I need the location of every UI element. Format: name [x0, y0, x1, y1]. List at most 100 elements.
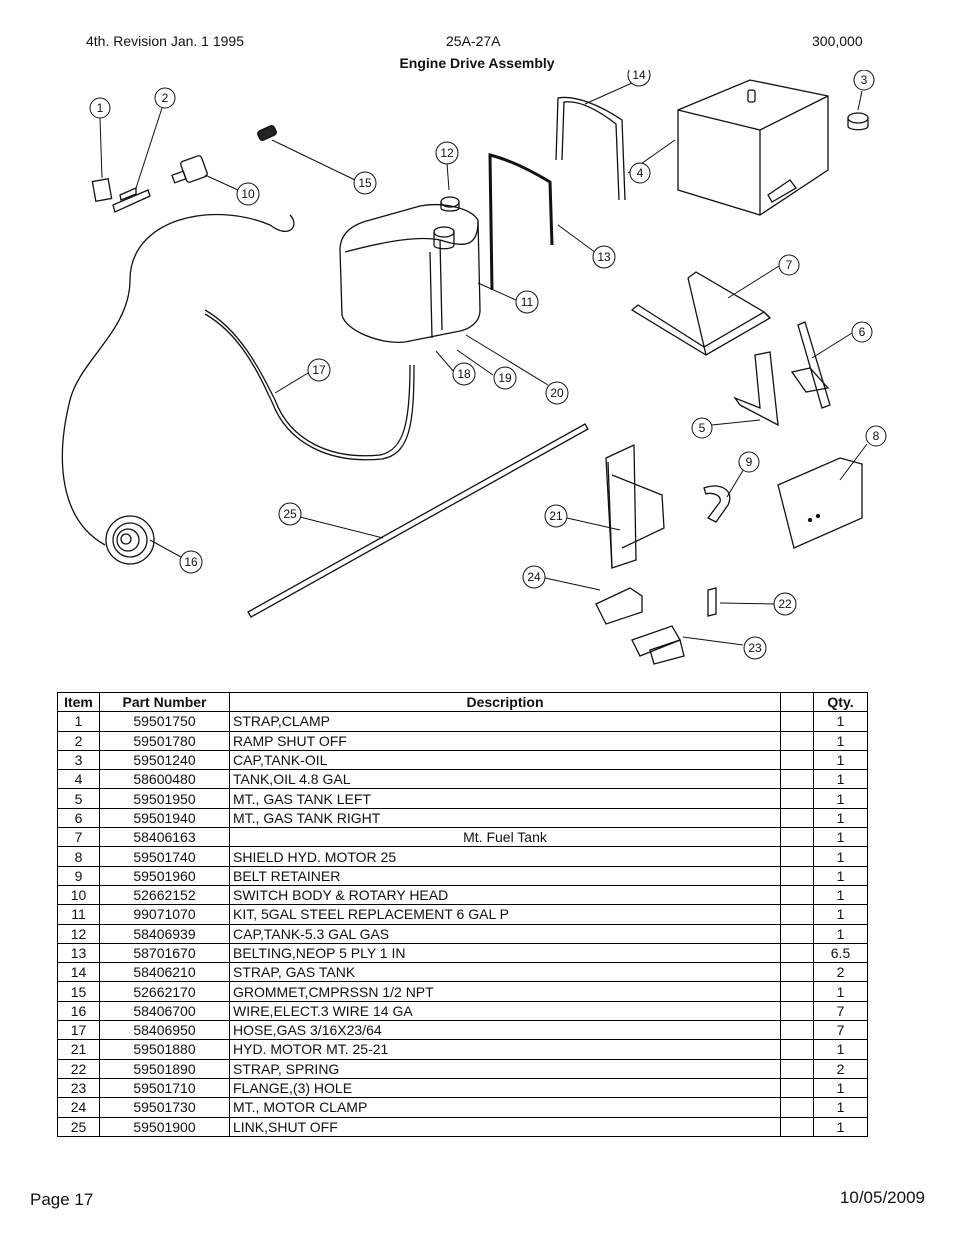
part-gas-tank — [339, 204, 481, 344]
item-cell: 10 — [57, 884, 100, 906]
qty-cell: 1 — [813, 711, 868, 732]
description-cell: RAMP SHUT OFF — [229, 730, 781, 751]
qty-cell: 1 — [813, 1039, 868, 1060]
qty-cell: 1 — [813, 904, 868, 925]
item-cell: 25 — [57, 1116, 100, 1137]
qty-cell: 6.5 — [813, 942, 868, 964]
exploded-parts-diagram: 1 2 3 4 5 6 7 8 9 10 11 12 13 14 15 16 1… — [61, 70, 887, 665]
item-cell: 5 — [57, 788, 100, 809]
callout-8: 8 — [865, 425, 887, 447]
qty-cell: 1 — [813, 749, 868, 771]
svg-text:9: 9 — [746, 455, 753, 469]
callout-11: 11 — [515, 290, 539, 314]
part-gas-hose — [204, 309, 415, 461]
part-hyd-motor-mt — [605, 443, 665, 569]
blank-cell — [780, 1000, 814, 1022]
item-cell: 8 — [57, 846, 100, 867]
callout-14: 14 — [627, 70, 651, 87]
description-cell: MT., MOTOR CLAMP — [229, 1097, 781, 1118]
blank-cell — [780, 769, 814, 790]
item-cell: 9 — [57, 865, 100, 886]
blank-cell — [780, 865, 814, 886]
item-cell: 6 — [57, 807, 100, 829]
table-header-row: Item Part Number Description Qty. — [57, 691, 868, 713]
description-cell: STRAP, GAS TANK — [229, 962, 781, 983]
part-number-cell: 59501780 — [99, 730, 230, 751]
description-cell: HOSE,GAS 3/16X23/64 — [229, 1020, 781, 1041]
part-number-cell: 59501940 — [99, 807, 230, 829]
model-label: 25A-27A — [446, 33, 501, 49]
item-cell: 7 — [57, 827, 100, 848]
blank-cell — [780, 749, 814, 771]
item-cell: 15 — [57, 981, 100, 1002]
part-wire-coil — [61, 213, 295, 565]
print-date: 10/05/2009 — [839, 1188, 925, 1207]
part-strap-gas-tank — [555, 96, 626, 201]
callout-3: 3 — [853, 70, 875, 91]
svg-text:16: 16 — [184, 555, 198, 569]
callout-16: 16 — [179, 550, 203, 574]
svg-text:4: 4 — [637, 166, 644, 180]
qty-cell: 7 — [813, 1000, 868, 1022]
blank-cell — [780, 846, 814, 867]
callout-20: 20 — [545, 381, 569, 405]
col-desc-header: Description — [229, 691, 781, 713]
item-cell: 13 — [57, 942, 100, 964]
part-number-cell: 52662170 — [99, 981, 230, 1002]
blank-cell — [780, 1097, 814, 1118]
blank-cell — [780, 981, 814, 1002]
qty-cell: 1 — [813, 827, 868, 848]
svg-text:5: 5 — [699, 421, 706, 435]
item-cell: 14 — [57, 962, 100, 983]
part-number-cell: 58406939 — [99, 923, 230, 944]
qty-cell: 1 — [813, 981, 868, 1002]
svg-text:12: 12 — [440, 146, 454, 160]
part-belting — [488, 153, 554, 291]
item-cell: 21 — [57, 1039, 100, 1060]
description-cell: KIT, 5GAL STEEL REPLACEMENT 6 GAL P — [229, 904, 781, 925]
svg-text:23: 23 — [748, 641, 762, 655]
item-cell: 16 — [57, 1000, 100, 1022]
item-cell: 4 — [57, 769, 100, 790]
qty-cell: 1 — [813, 807, 868, 829]
qty-cell: 1 — [813, 846, 868, 867]
blank-cell — [780, 904, 814, 925]
part-oil-tank — [677, 79, 829, 216]
blank-cell — [780, 1077, 814, 1099]
svg-text:10: 10 — [241, 187, 255, 201]
callout-17: 17 — [307, 358, 331, 382]
part-belt-retainer — [703, 485, 731, 523]
description-cell: SHIELD HYD. MOTOR 25 — [229, 846, 781, 867]
part-ramp-shut-off — [112, 187, 151, 213]
qty-cell: 2 — [813, 962, 868, 983]
svg-text:20: 20 — [550, 386, 564, 400]
page-number: Page 17 — [30, 1190, 94, 1209]
svg-text:13: 13 — [597, 250, 611, 264]
callout-1: 1 — [89, 97, 111, 119]
blank-cell — [780, 923, 814, 944]
callout-13: 13 — [592, 245, 616, 269]
description-cell: HYD. MOTOR MT. 25-21 — [229, 1039, 781, 1060]
description-cell: LINK,SHUT OFF — [229, 1116, 781, 1137]
part-cap-oil — [847, 112, 869, 131]
parts-table: Item Part Number Description Qty. 1 59501… — [57, 691, 868, 1137]
svg-text:15: 15 — [358, 176, 372, 190]
part-number-cell: 59501740 — [99, 846, 230, 867]
description-cell: SWITCH BODY & ROTARY HEAD — [229, 884, 781, 906]
callout-21: 21 — [544, 504, 568, 528]
description-cell: FLANGE,(3) HOLE — [229, 1077, 781, 1099]
qty-cell: 1 — [813, 923, 868, 944]
blank-cell — [780, 1020, 814, 1041]
description-cell: STRAP,CLAMP — [229, 711, 781, 732]
serial-label: 300,000 — [812, 33, 863, 49]
svg-text:2: 2 — [162, 91, 169, 105]
qty-cell: 2 — [813, 1058, 868, 1079]
callout-12: 12 — [435, 141, 459, 165]
svg-text:8: 8 — [873, 429, 880, 443]
